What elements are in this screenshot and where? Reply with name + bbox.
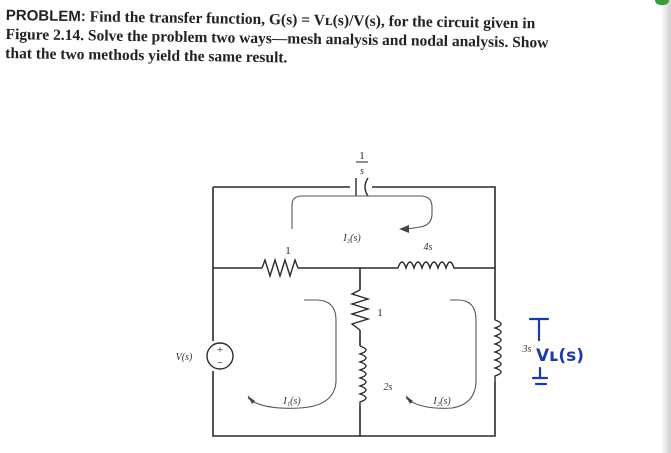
capacitor-denominator: s: [360, 166, 364, 177]
mesh-loop-1: [247, 299, 337, 409]
inductor-top-right: [397, 261, 460, 271]
resistor-middle: [349, 289, 371, 331]
inductor-middle-value: 2s: [384, 382, 393, 393]
capacitor: [355, 177, 369, 197]
source-label: V(s): [176, 352, 193, 363]
handwritten-annotation: Vʟ(s): [528, 317, 584, 386]
source-minus-sign: −: [217, 357, 223, 369]
resistor-top-left: [261, 257, 299, 279]
circuit-wires: [212, 186, 496, 437]
handwritten-minus-mark: [531, 366, 549, 386]
mesh-current-3-label: I₃(s): [342, 233, 361, 244]
voltage-source: + −: [206, 342, 234, 370]
mesh-loop-2: [405, 299, 477, 409]
handwritten-plus-mark: [528, 317, 550, 342]
resistor-top-left-value: 1: [285, 245, 291, 257]
capacitor-numerator: 1: [359, 150, 365, 162]
inductor-right-value: 3s: [522, 344, 532, 355]
page-edge-shadow: [661, 0, 671, 453]
mesh-current-1-label: I₁(s): [282, 396, 301, 407]
capacitor-value: 1 s: [356, 150, 368, 177]
inductor-top-right-value: 4s: [424, 242, 433, 253]
mesh-current-2-label: I₂(s): [432, 396, 451, 407]
resistor-middle-value: 1: [377, 307, 383, 319]
mesh-loop-3: [291, 195, 433, 233]
inductor-middle: [357, 345, 367, 406]
handwritten-output-label: Vʟ(s): [536, 346, 584, 366]
corner-mark: [655, 0, 669, 5]
inductor-right: [492, 319, 502, 382]
source-plus-sign: +: [217, 344, 223, 356]
